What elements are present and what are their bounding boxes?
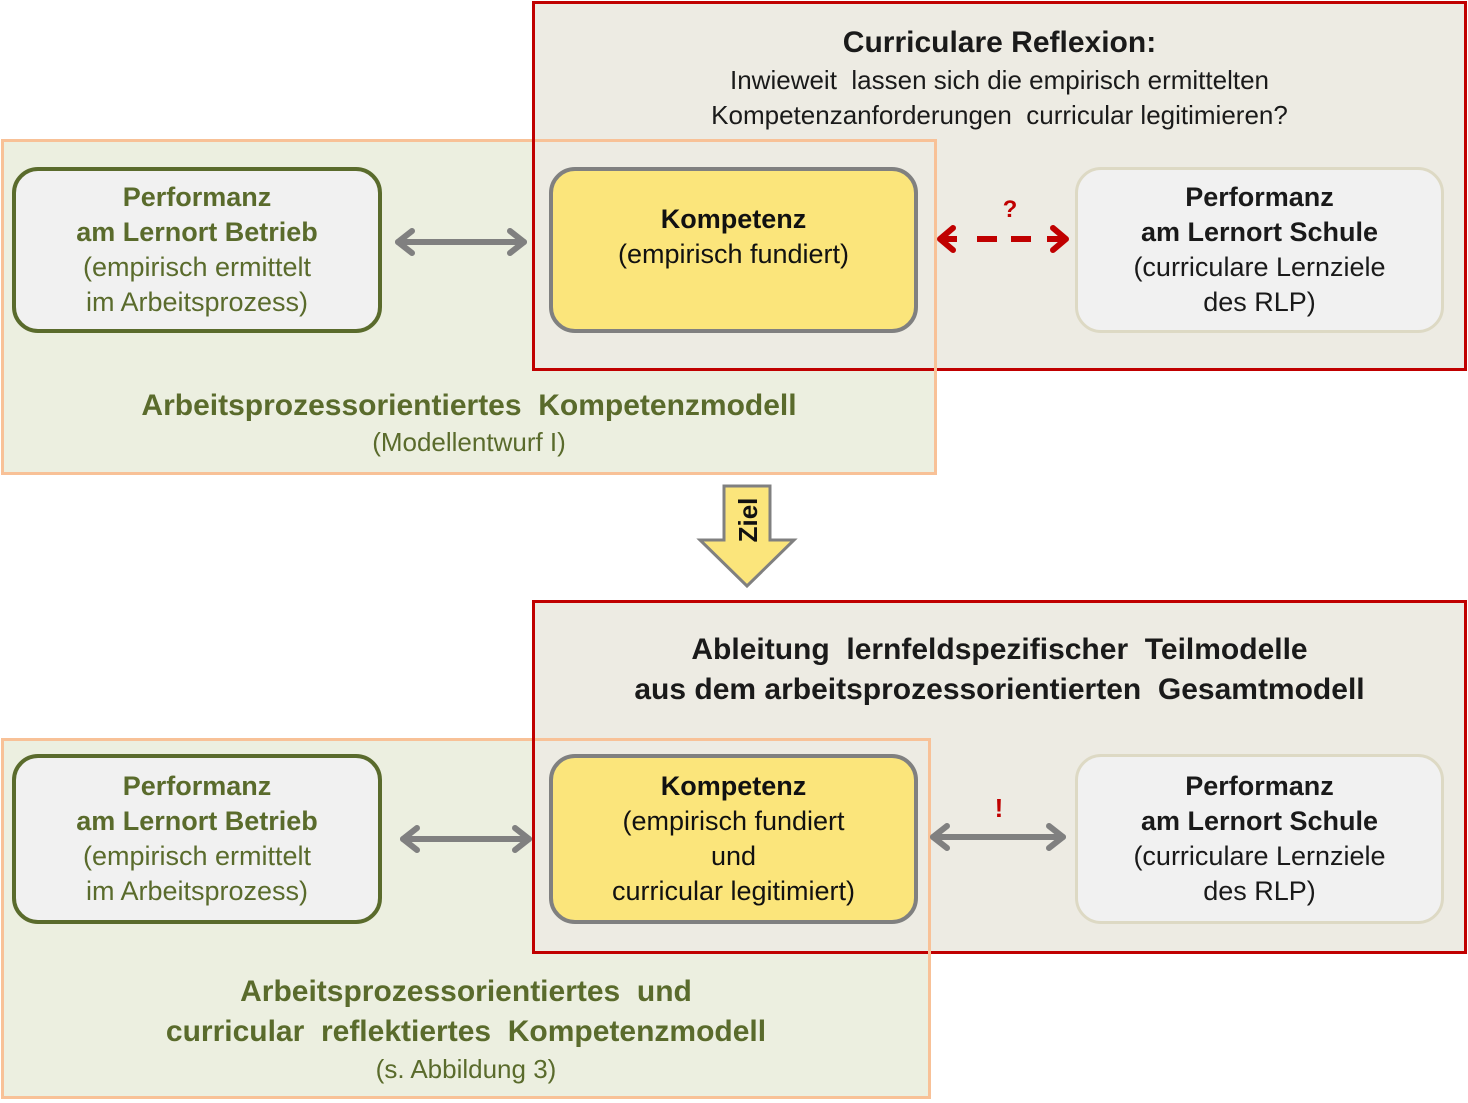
schule-sub-line2: des RLP)	[1203, 876, 1316, 906]
ableitung-title-line2: aus dem arbeitsprozessorientierten Gesam…	[634, 673, 1365, 706]
double-arrow-icon-bottom-left	[400, 825, 532, 853]
model-subtitle: (s. Abbildung 3)	[375, 1054, 557, 1084]
dashed-double-arrow-icon	[937, 225, 1069, 253]
kompetenz-sub-line2: und	[710, 841, 757, 871]
goal-arrow-label: Ziel	[733, 497, 763, 543]
ableitung-heading: Ableitung lernfeldspezifischer Teilmodel…	[535, 630, 1464, 710]
reflexion-heading: Curriculare Reflexion: Inwieweit lassen …	[535, 24, 1464, 132]
schule-title-line2: am Lernort Schule	[1140, 806, 1379, 836]
ableitung-panel	[532, 600, 1467, 954]
schule-title-line1: Performanz	[1185, 182, 1334, 212]
betrieb-sub-line1: (empirisch ermittelt	[82, 252, 312, 282]
reflexion-question-line1: Inwieweit lassen sich die empirisch ermi…	[730, 65, 1269, 95]
betrieb-performance-box-top: Performanz am Lernort Betrieb (empirisch…	[12, 167, 382, 333]
reflexion-title: Curriculare Reflexion:	[842, 26, 1157, 59]
kompetenz-sub-line1: (empirisch fundiert)	[617, 239, 850, 269]
model-title-line2: curricular reflektiertes Kompetenzmodell	[165, 1015, 767, 1048]
kompetenz-title: Kompetenz	[660, 204, 807, 234]
model-panel-top-edge	[934, 139, 937, 475]
schule-title-line2: am Lernort Schule	[1140, 217, 1379, 247]
betrieb-performance-box-bottom: Performanz am Lernort Betrieb (empirisch…	[12, 754, 382, 924]
schule-sub-line1: (curriculare Lernziele	[1133, 252, 1386, 282]
betrieb-title-line1: Performanz	[122, 182, 272, 212]
kompetenz-sub-line1: (empirisch fundiert	[622, 806, 845, 836]
betrieb-sub-line1: (empirisch ermittelt	[82, 841, 312, 871]
betrieb-title-line1: Performanz	[122, 771, 272, 801]
double-arrow-icon-top	[395, 228, 527, 256]
reflexion-panel	[532, 1, 1467, 371]
betrieb-title-line2: am Lernort Betrieb	[76, 806, 318, 836]
betrieb-sub-line2: im Arbeitsprozess)	[85, 287, 309, 317]
schule-performance-box-top: Performanz am Lernort Schule (curricular…	[1075, 167, 1444, 333]
kompetenz-title: Kompetenz	[660, 771, 807, 801]
question-marker: ?	[1002, 196, 1018, 223]
model-title: Arbeitsprozessorientiertes Kompetenzmode…	[141, 389, 797, 422]
model-title-top: Arbeitsprozessorientiertes Kompetenzmode…	[4, 387, 934, 459]
exclamation-marker: !	[994, 793, 1004, 823]
betrieb-sub-line2: im Arbeitsprozess)	[85, 876, 309, 906]
kompetenz-box-top: Kompetenz (empirisch fundiert)	[549, 167, 918, 333]
schule-sub-line1: (curriculare Lernziele	[1133, 841, 1386, 871]
model-title-bottom: Arbeitsprozessorientiertes und curricula…	[4, 972, 928, 1086]
schule-performance-box-bottom: Performanz am Lernort Schule (curricular…	[1075, 754, 1444, 924]
schule-title-line1: Performanz	[1185, 771, 1334, 801]
ableitung-title-line1: Ableitung lernfeldspezifischer Teilmodel…	[691, 633, 1308, 666]
model-panel-bottom-edge	[928, 738, 931, 1099]
reflexion-question-line2: Kompetenzanforderungen curricular legiti…	[711, 100, 1288, 130]
betrieb-title-line2: am Lernort Betrieb	[76, 217, 318, 247]
model-title-line1: Arbeitsprozessorientiertes und	[240, 975, 692, 1008]
model-subtitle: (Modellentwurf I)	[372, 427, 566, 457]
goal-arrow-icon	[696, 484, 798, 589]
kompetenz-sub-line3: curricular legitimiert)	[611, 876, 856, 906]
kompetenz-box-bottom: Kompetenz (empirisch fundiert und curric…	[549, 754, 918, 924]
schule-sub-line2: des RLP)	[1203, 287, 1316, 317]
double-arrow-icon-bottom-right	[930, 823, 1066, 851]
